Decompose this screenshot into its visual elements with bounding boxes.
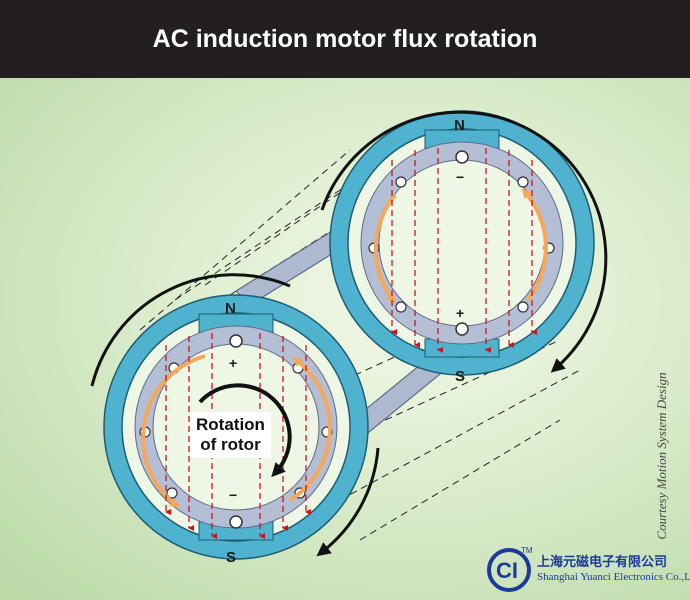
rotation-label-line1: Rotation (196, 415, 265, 434)
bottom-plus-sign: + (229, 355, 237, 371)
rotation-arrow (198, 383, 292, 478)
courtesy-credit-text: Courtesy Motion System Design (654, 372, 669, 540)
top-stator: N S − + (329, 110, 595, 385)
bottom-field-arc-upper (90, 273, 291, 387)
top-flux-lines (391, 148, 537, 353)
top-south-label: S (455, 368, 465, 385)
company-logo-tm: TM (521, 546, 533, 555)
top-north-label: N (454, 117, 465, 134)
bottom-minus-sign: − (229, 487, 237, 503)
company-logo-icon: CI TM (487, 546, 533, 592)
top-minus-sign: − (456, 169, 464, 185)
title-bar: AC induction motor flux rotation (0, 0, 690, 78)
bottom-south-label: S (226, 549, 236, 566)
bottom-north-label: N (225, 300, 236, 317)
company-name-en: Shanghai Yuanci Electronics Co.,Ltd. (537, 571, 690, 583)
company-name-cn: 上海元磁电子有限公司 (537, 555, 668, 570)
rotation-of-rotor-label: Rotation of rotor (190, 412, 271, 458)
top-field-rotation-arrow (320, 110, 608, 373)
rotation-label-line2: of rotor (200, 435, 261, 454)
page-title: AC induction motor flux rotation (152, 24, 538, 53)
bottom-field-rotation-arrow (316, 447, 380, 557)
company-watermark: CI TM 上海元磁电子有限公司 Shanghai Yuanci Electro… (487, 544, 690, 592)
top-plus-sign: + (456, 305, 464, 321)
company-logo-letters: CI (496, 558, 518, 583)
